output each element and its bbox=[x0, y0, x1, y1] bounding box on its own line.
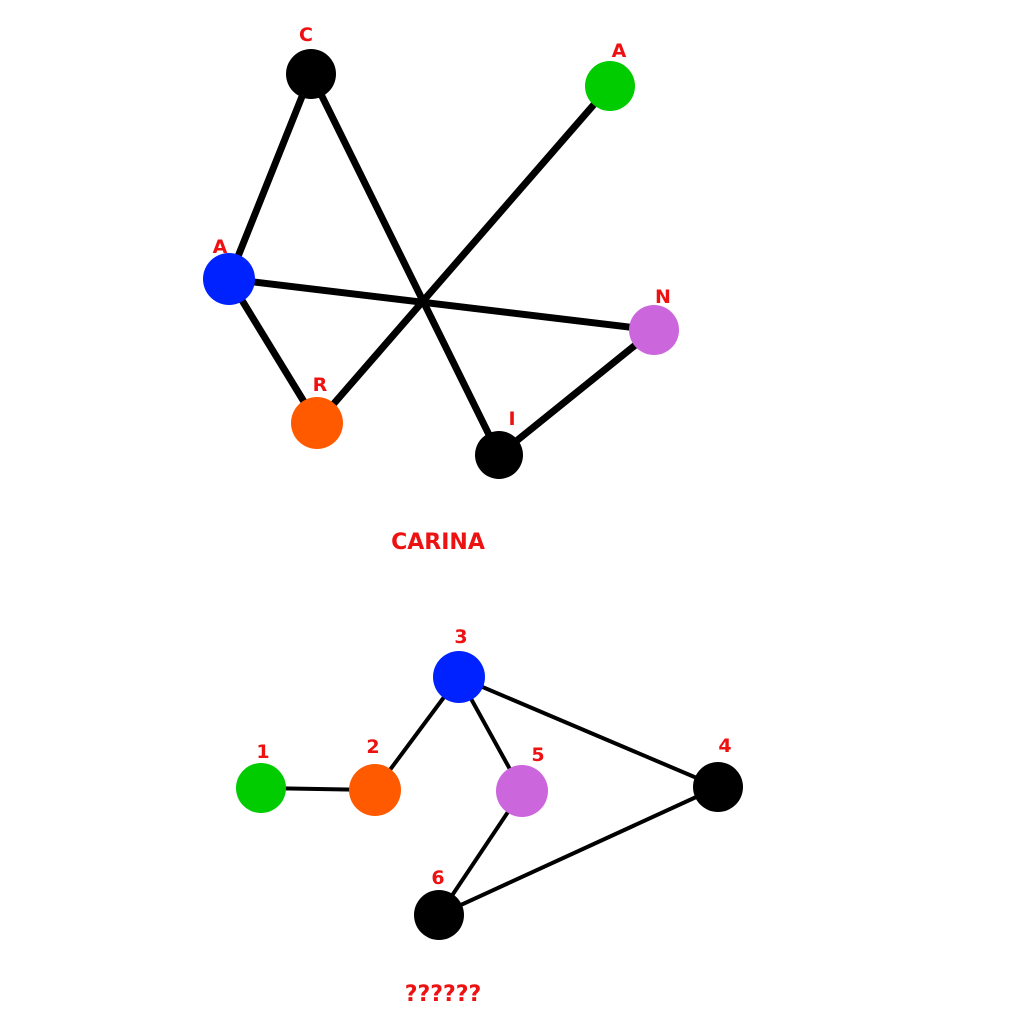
edge-a-left-n bbox=[225, 275, 658, 334]
node-r-label: R bbox=[313, 374, 328, 396]
graph1-caption: CARINA bbox=[391, 530, 485, 555]
node-2-label: 2 bbox=[366, 736, 379, 758]
node-5 bbox=[496, 765, 548, 817]
graph2-nodes bbox=[236, 651, 743, 940]
graph1-edges bbox=[225, 70, 658, 459]
graph2-labels: 1 2 3 4 5 6 bbox=[256, 626, 731, 889]
node-i bbox=[475, 431, 523, 479]
node-2 bbox=[349, 764, 401, 816]
node-c bbox=[286, 49, 336, 99]
node-a-top-label: A bbox=[612, 40, 627, 62]
node-n bbox=[629, 305, 679, 355]
edge-c-a-left bbox=[225, 70, 315, 283]
node-1-label: 1 bbox=[256, 741, 269, 763]
node-a-left bbox=[203, 253, 255, 305]
edge-3-4 bbox=[457, 675, 720, 789]
node-4 bbox=[693, 762, 743, 812]
graph2-edges bbox=[259, 675, 720, 917]
node-c-label: C bbox=[299, 24, 313, 46]
node-1 bbox=[236, 763, 286, 813]
node-n-label: N bbox=[655, 286, 671, 308]
node-5-label: 5 bbox=[531, 744, 544, 766]
graph2-caption: ?????? bbox=[405, 982, 482, 1007]
node-3-label: 3 bbox=[454, 626, 467, 648]
node-i-label: I bbox=[508, 408, 515, 430]
graph1-nodes bbox=[203, 49, 679, 479]
node-6 bbox=[414, 890, 464, 940]
edge-a-left-r bbox=[225, 275, 321, 427]
node-6-label: 6 bbox=[431, 867, 444, 889]
node-a-left-label: A bbox=[213, 236, 228, 258]
edge-n-i bbox=[495, 326, 658, 459]
edge-a-top-r bbox=[313, 82, 614, 427]
node-3 bbox=[433, 651, 485, 703]
node-r bbox=[291, 397, 343, 449]
edge-c-i bbox=[307, 70, 503, 459]
node-4-label: 4 bbox=[718, 735, 731, 757]
graph1-labels: C A A N R I bbox=[213, 24, 671, 430]
node-a-top bbox=[585, 61, 635, 111]
edge-6-4 bbox=[437, 785, 720, 917]
